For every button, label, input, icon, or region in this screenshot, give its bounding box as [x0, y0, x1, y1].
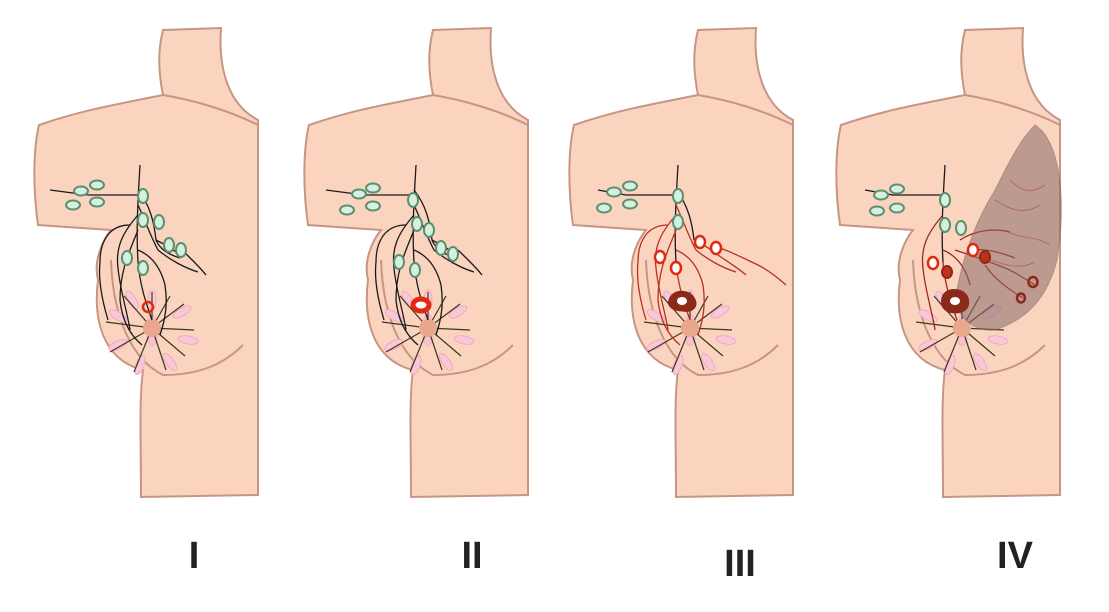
tumor [410, 296, 432, 314]
skin-involvement-area [954, 124, 1062, 331]
stage-i-label: I [188, 535, 200, 577]
stage-iv-label: IV [997, 535, 1033, 577]
affected-nodes [926, 242, 980, 271]
stage-iii-panel [568, 27, 794, 498]
stage-i-panel [33, 27, 259, 498]
stage-iii-label: III [724, 543, 756, 585]
stage-ii-label: II [461, 535, 483, 577]
metastatic-nodes [941, 250, 991, 279]
stage-ii-panel [303, 27, 529, 498]
affected-nodes [653, 234, 723, 276]
stage-iv-panel [835, 27, 1062, 498]
tumor [141, 300, 155, 314]
